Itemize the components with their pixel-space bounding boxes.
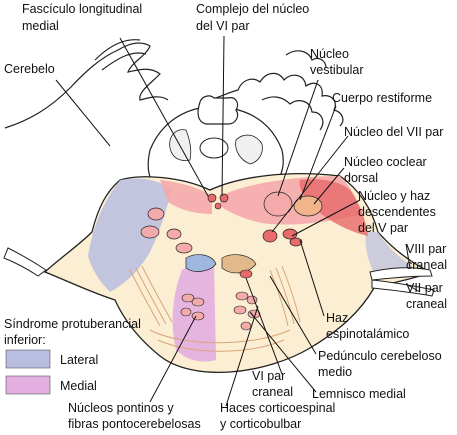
cerebellum-outline	[4, 39, 344, 131]
legend-label-lateral: Lateral	[60, 353, 98, 367]
label-haces-cortico: Haces corticoespinal y corticobulbar	[220, 401, 339, 431]
vii-nucleus	[262, 229, 278, 243]
nerve-viii	[369, 267, 433, 281]
vi-nucleus-left	[207, 193, 217, 203]
label-viii-par: VIII par craneal	[406, 242, 450, 272]
legend-swatch-lateral	[5, 349, 51, 369]
leader-lines	[55, 35, 421, 407]
label-fasciculo: Fascículo longitudinal medial	[22, 2, 146, 33]
label-lemnisco: Lemnisco medial	[312, 387, 406, 401]
vi-nucleus-mid	[214, 202, 222, 210]
label-nucleos-pontinos: Núcleos pontinos y fibras pontocerebelos…	[68, 401, 201, 431]
legend-label-medial: Medial	[60, 379, 97, 393]
label-peduncolo: Pedúnculo cerebeloso medio	[318, 349, 445, 379]
left-small-nucleus-3	[166, 228, 182, 240]
label-nucleo-coclear: Núcleo coclear dorsal	[344, 155, 430, 185]
label-nucleo-vestibular: Núcleo vestibular	[310, 47, 364, 77]
fourth-ventricle-region	[147, 95, 284, 191]
nerve-vii	[371, 279, 435, 297]
legend-swatch-medial	[5, 375, 51, 395]
legend-title: Síndrome protuberancial inferior:	[4, 317, 144, 347]
vi-nerve-root	[239, 269, 253, 279]
left-small-nucleus-4	[175, 242, 193, 254]
nerve-left	[3, 247, 47, 277]
pontine-nuclei	[180, 291, 261, 331]
left-small-nucleus-2	[140, 225, 160, 239]
label-complejo: Complejo del núcleo del VI par	[196, 2, 313, 33]
labels: Fascículo longitudinal medial Complejo d…	[4, 2, 450, 431]
nuclei	[140, 191, 323, 279]
vi-nucleus-right	[219, 193, 229, 203]
vestibular-nucleus	[263, 191, 293, 217]
label-cuerpo-restiforme: Cuerpo restiforme	[332, 91, 432, 105]
label-vi-par: VI par craneal	[252, 369, 293, 399]
v-nucleus-a	[282, 228, 298, 240]
pontine-fibers	[129, 265, 301, 352]
left-small-nucleus-1	[147, 207, 165, 221]
cranial-nerves	[3, 247, 435, 297]
label-nucleo-haz-v: Núcleo y haz descendentes del V par	[358, 189, 439, 235]
label-haz-espino: Haz espinotalámico	[326, 311, 409, 341]
medial-lemniscus-left	[185, 254, 217, 272]
medial-lemniscus-right	[221, 254, 257, 274]
label-vii-par: VII par craneal	[406, 281, 447, 311]
label-cerebelo: Cerebelo	[4, 62, 55, 76]
lateral-syndrome-region	[88, 178, 412, 292]
label-nucleo-vii: Núcleo del VII par	[344, 125, 443, 139]
v-nucleus-b	[289, 237, 303, 247]
legend: Síndrome protuberancial inferior: Latera…	[4, 317, 144, 395]
dorsal-cochlear-nucleus	[293, 195, 323, 217]
